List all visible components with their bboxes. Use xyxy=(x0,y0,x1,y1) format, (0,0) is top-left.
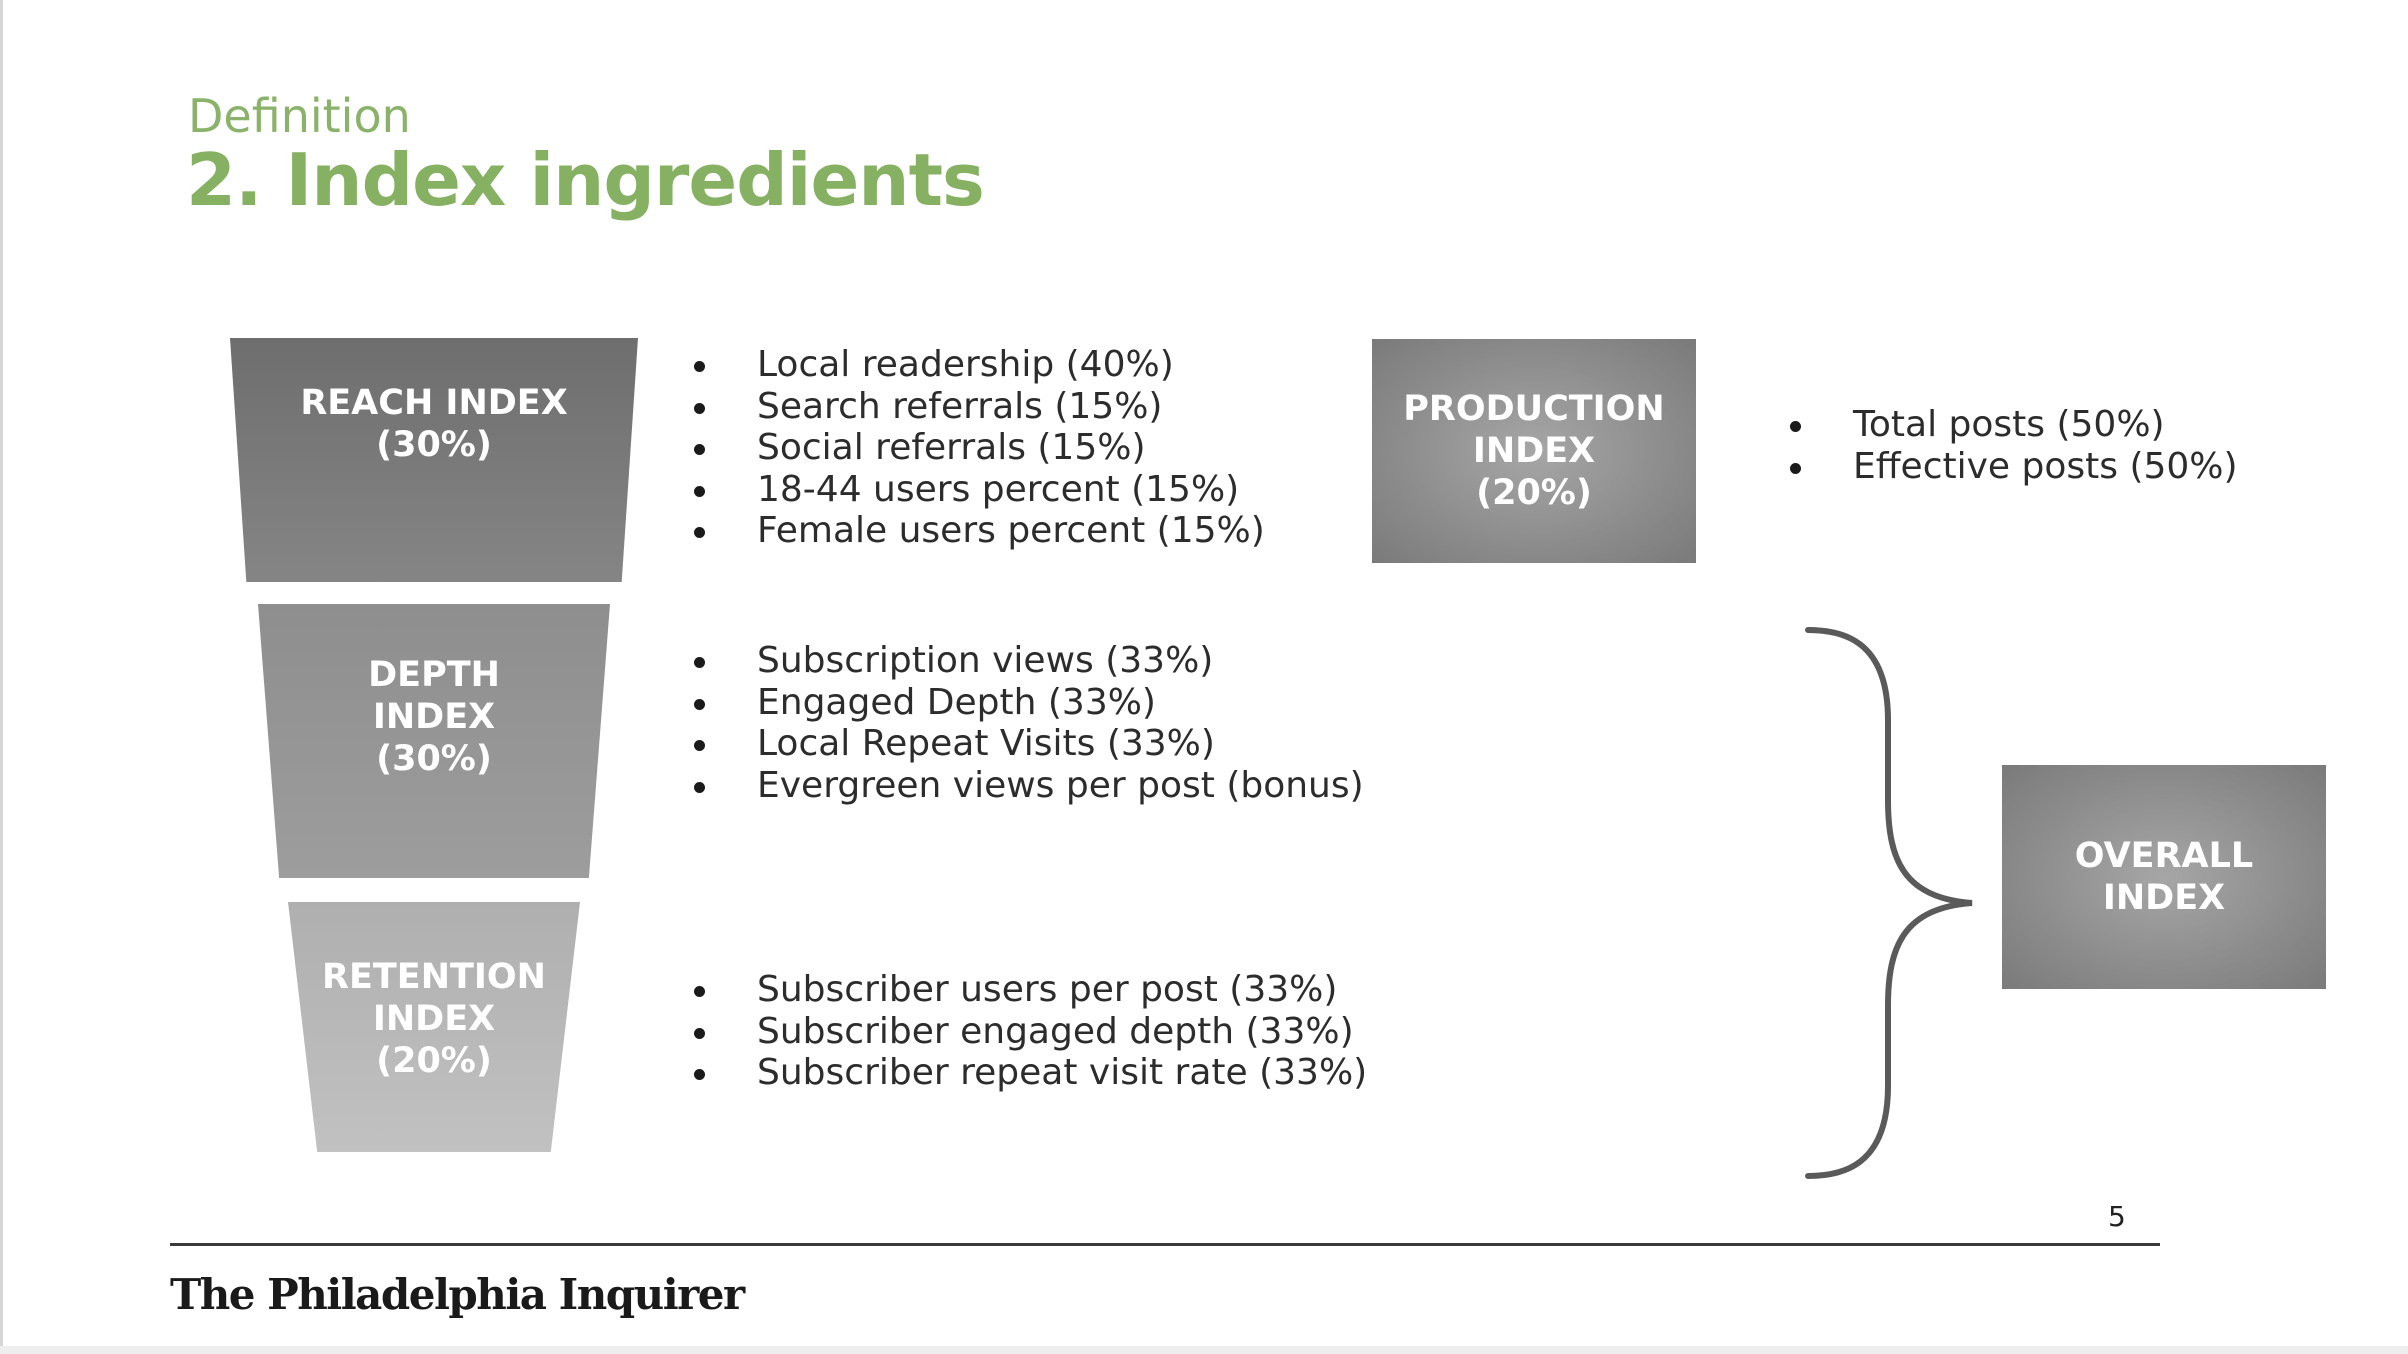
footer-divider xyxy=(170,1243,2160,1246)
slide-subtitle: Definition xyxy=(188,89,411,143)
production-index-label-1: PRODUCTION xyxy=(1403,389,1665,429)
depth-index-weight: (30%) xyxy=(376,739,492,779)
list-item: Search referrals (15%) xyxy=(690,386,1265,428)
production-ingredients-list: Total posts (50%) Effective posts (50%) xyxy=(1786,404,2238,487)
reach-index-segment: REACH INDEX (30%) xyxy=(230,338,638,582)
slide-title: 2. Index ingredients xyxy=(186,138,985,222)
retention-index-label-1: RETENTION xyxy=(322,957,546,997)
list-item: Engaged Depth (33%) xyxy=(690,682,1364,724)
depth-index-label-1: DEPTH xyxy=(368,655,500,695)
list-item: Local readership (40%) xyxy=(690,344,1265,386)
list-item: Effective posts (50%) xyxy=(1786,446,2238,488)
retention-index-segment: RETENTION INDEX (20%) xyxy=(288,902,580,1152)
list-item: Female users percent (15%) xyxy=(690,510,1265,552)
list-item: Subscriber users per post (33%) xyxy=(690,969,1367,1011)
retention-index-label-2: INDEX xyxy=(372,999,496,1039)
list-item: Local Repeat Visits (33%) xyxy=(690,723,1364,765)
reach-index-label: REACH INDEX xyxy=(300,383,568,423)
production-index-weight: (20%) xyxy=(1476,473,1592,513)
overall-index-box: OVERALL INDEX xyxy=(2002,765,2326,989)
production-index-box: PRODUCTION INDEX (20%) xyxy=(1372,339,1696,563)
production-index-label-2: INDEX xyxy=(1472,431,1596,471)
list-item: Evergreen views per post (bonus) xyxy=(690,765,1364,807)
list-item: Subscriber repeat visit rate (33%) xyxy=(690,1052,1367,1094)
inquirer-logo: The Philadelphia Inquirer xyxy=(170,1270,745,1319)
list-item: Social referrals (15%) xyxy=(690,427,1265,469)
overall-index-label-2: INDEX xyxy=(2102,878,2226,918)
depth-index-label-2: INDEX xyxy=(372,697,496,737)
retention-index-weight: (20%) xyxy=(376,1041,492,1081)
list-item: 18-44 users percent (15%) xyxy=(690,469,1265,511)
overall-index-label-1: OVERALL xyxy=(2074,836,2254,876)
slide-bottom-border xyxy=(0,1346,2408,1354)
depth-ingredients-list: Subscription views (33%) Engaged Depth (… xyxy=(690,640,1364,806)
list-item: Subscription views (33%) xyxy=(690,640,1364,682)
page-number: 5 xyxy=(2108,1200,2126,1233)
reach-index-weight: (30%) xyxy=(376,425,492,465)
depth-index-segment: DEPTH INDEX (30%) xyxy=(258,604,610,878)
retention-ingredients-list: Subscriber users per post (33%) Subscrib… xyxy=(690,969,1367,1094)
list-item: Subscriber engaged depth (33%) xyxy=(690,1011,1367,1053)
reach-ingredients-list: Local readership (40%) Search referrals … xyxy=(690,344,1265,552)
slide-left-border xyxy=(0,0,3,1354)
curly-brace-icon xyxy=(1805,627,1973,1179)
list-item: Total posts (50%) xyxy=(1786,404,2238,446)
